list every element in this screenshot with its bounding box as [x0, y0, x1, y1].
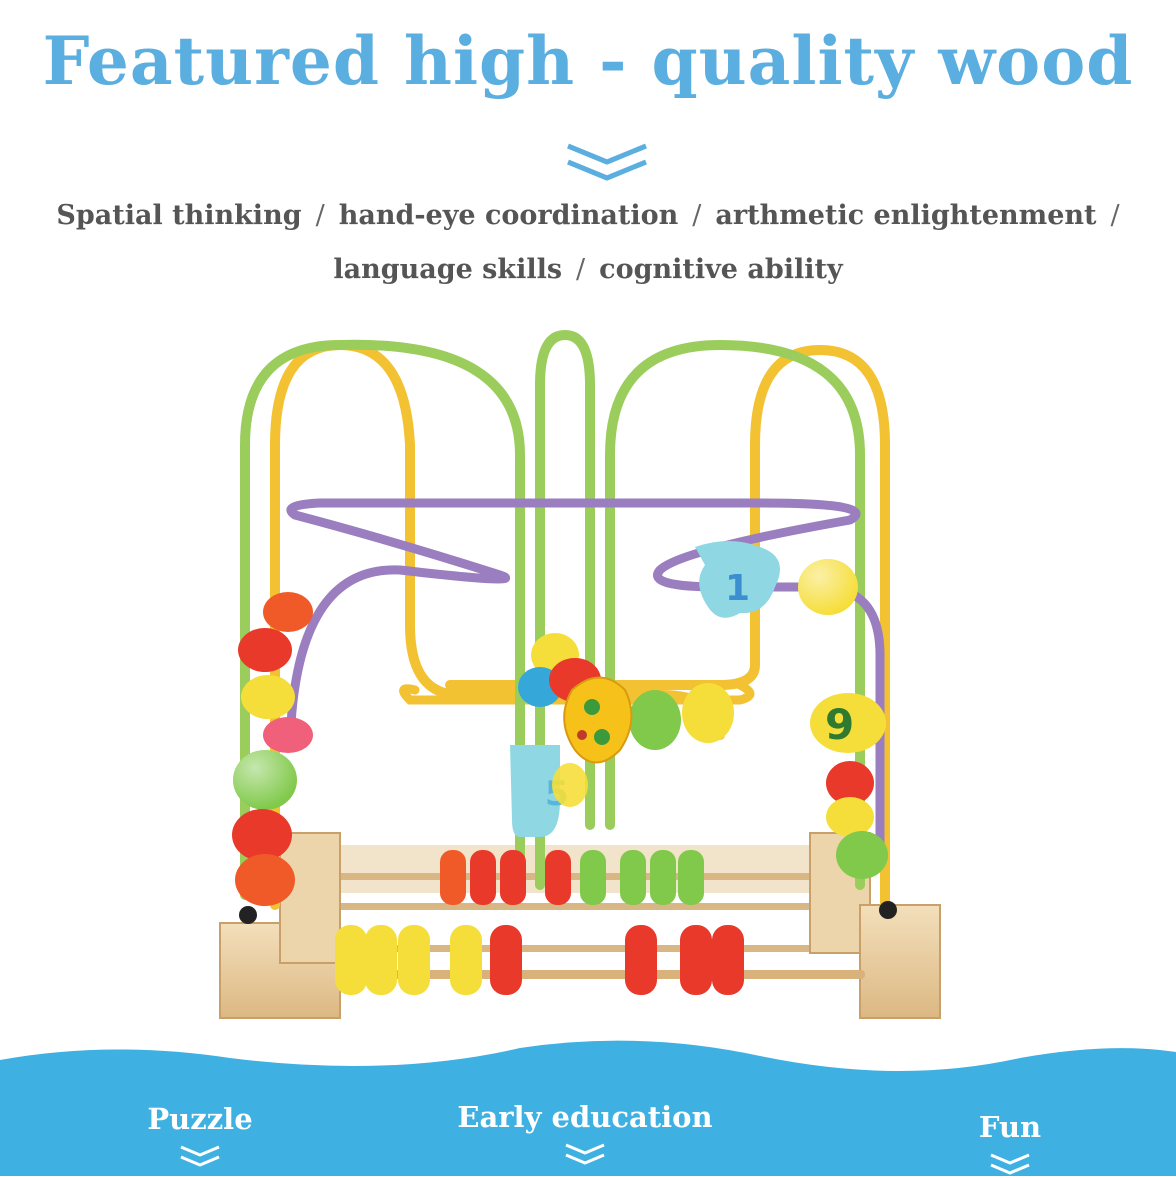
chevron-down-icon	[180, 1145, 220, 1167]
separator: /	[692, 200, 702, 231]
benefit-language-skills: language skills	[333, 254, 563, 285]
separator: /	[576, 254, 586, 285]
feature-early-education: Early education	[440, 1100, 730, 1168]
abacus-back-row	[440, 850, 704, 905]
feature-label: Puzzle	[147, 1102, 253, 1136]
left-bead-column	[232, 592, 313, 906]
benefits-line-2: language skills / cognitive ability	[0, 254, 1176, 285]
abacus-front-row	[335, 925, 744, 995]
separator: /	[1110, 200, 1120, 231]
bead-maze-toy-image: 5 1 9	[219, 329, 941, 1019]
wire-maze	[240, 329, 890, 910]
right-bead-column: 1 9	[695, 541, 888, 879]
wooden-base	[219, 832, 941, 1019]
chevron-down-icon	[990, 1153, 1030, 1175]
benefit-spatial-thinking: Spatial thinking	[56, 200, 302, 231]
double-chevron-down-icon	[567, 143, 647, 181]
center-bead-cluster: 5	[510, 633, 734, 837]
feature-puzzle: Puzzle	[120, 1102, 280, 1170]
bead-number-9: 9	[825, 700, 854, 749]
wave-banner	[0, 1040, 1176, 1176]
benefit-arithmetic-enlightenment: arthmetic enlightenment	[715, 200, 1097, 231]
benefit-hand-eye-coordination: hand-eye coordination	[338, 200, 679, 231]
bead-number-1: 1	[725, 568, 750, 609]
separator: /	[315, 200, 325, 231]
feature-label: Fun	[978, 1110, 1042, 1144]
page-title: Featured high - quality wood	[42, 22, 1134, 100]
benefits-line-1: Spatial thinking / hand-eye coordination / a…	[0, 200, 1176, 231]
chevron-down-icon	[565, 1143, 605, 1165]
feature-fun: Fun	[950, 1110, 1070, 1178]
feature-label: Early education	[457, 1100, 713, 1134]
benefit-cognitive-ability: cognitive ability	[599, 254, 843, 285]
